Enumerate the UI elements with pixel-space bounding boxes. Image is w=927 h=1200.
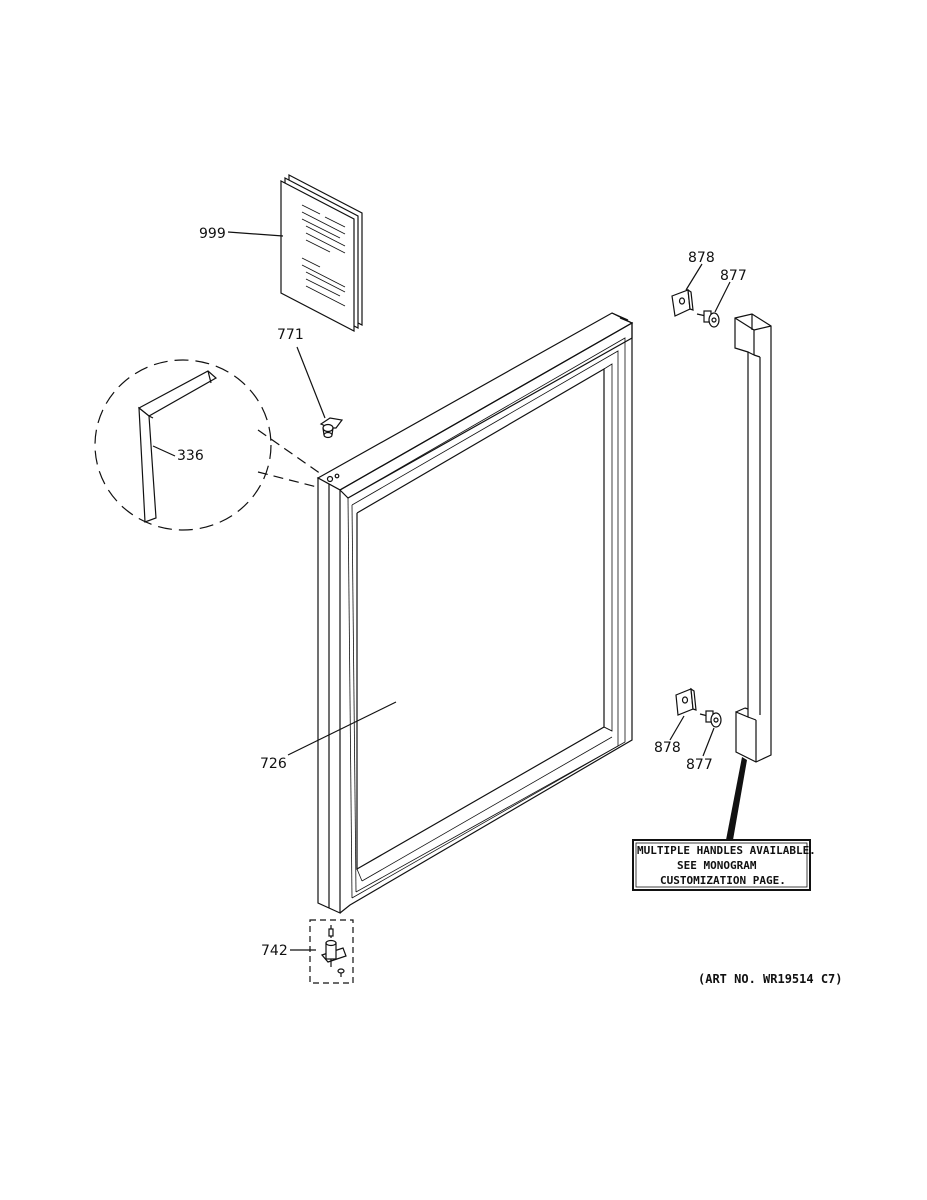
label-878-bottom: 878: [654, 740, 681, 756]
handle-mount-block-top: [671, 288, 694, 317]
manual-booklet: [280, 174, 363, 332]
label-336: 336: [177, 448, 204, 464]
leader-877-bottom: [702, 727, 715, 757]
door-handle-part: [734, 313, 772, 763]
note-box: [632, 839, 811, 891]
art-number: (ART NO. WR19514 C7): [698, 972, 843, 986]
leader-877-top: [714, 281, 731, 313]
leader-726: [287, 701, 397, 756]
leader-878-top: [685, 263, 703, 291]
note-line-2: SEE MONOGRAM: [677, 859, 757, 872]
door-frame-part: [316, 312, 634, 914]
leader-336: [152, 445, 176, 457]
leader-771: [296, 346, 326, 419]
label-877-top: 877: [720, 268, 747, 284]
leader-999: [227, 231, 284, 237]
note-line-3: CUSTOMIZATION PAGE.: [660, 874, 786, 887]
label-726: 726: [260, 756, 287, 772]
note-line-1: MULTIPLE HANDLES AVAILABLE.: [637, 844, 816, 857]
label-878-top: 878: [688, 250, 715, 266]
detail-callout-circle: [94, 359, 322, 531]
hinge-pin-part: [319, 417, 344, 439]
handle-screw-bottom: [699, 710, 722, 728]
label-877-bottom: 877: [686, 757, 713, 773]
label-999: 999: [199, 226, 226, 242]
trim-corner-part: [137, 370, 218, 523]
note-pointer: [726, 757, 747, 840]
leader-878-bottom: [669, 715, 685, 741]
label-742: 742: [261, 943, 288, 959]
handle-mount-block-bottom: [675, 687, 697, 716]
label-771: 771: [277, 327, 304, 343]
bottom-hinge-kit: [309, 919, 354, 984]
handle-screw-top: [696, 310, 720, 328]
